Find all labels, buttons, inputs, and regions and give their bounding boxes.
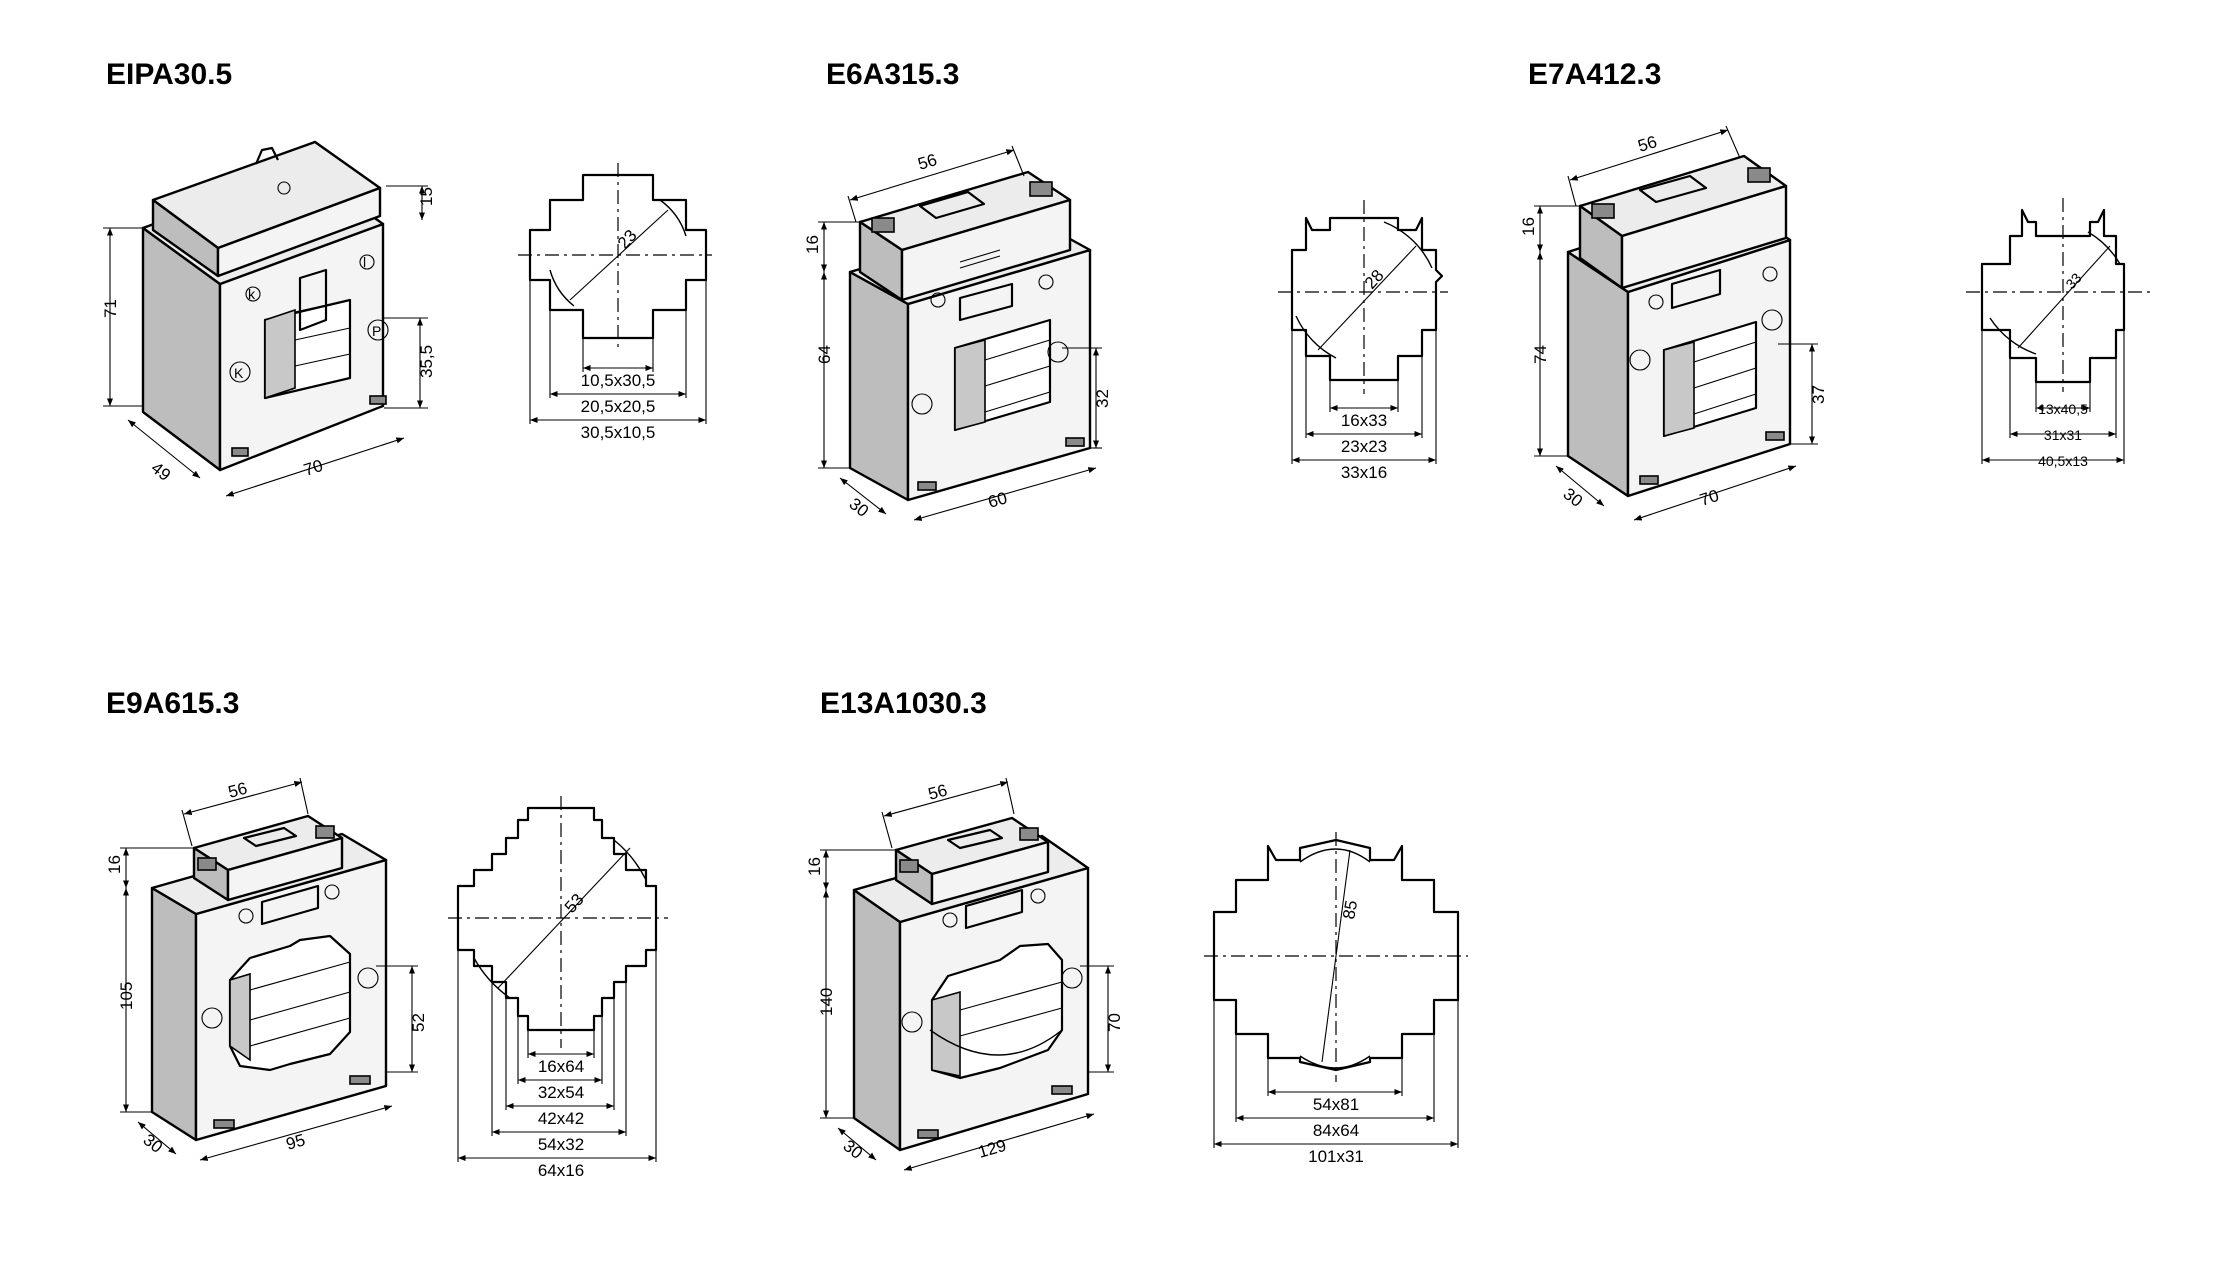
svg-text:42x42: 42x42: [538, 1109, 584, 1128]
svg-text:129: 129: [976, 1136, 1009, 1162]
title-e6a: E6A315.3: [826, 58, 959, 91]
svg-text:40,5x13: 40,5x13: [2038, 453, 2088, 469]
svg-text:140: 140: [817, 988, 836, 1016]
svg-text:56: 56: [226, 779, 249, 802]
device-e6a: [848, 170, 1092, 502]
svg-text:85: 85: [1339, 899, 1361, 921]
terminal-P-label: P: [372, 323, 381, 339]
svg-text:30: 30: [140, 1130, 167, 1157]
device-e7a: [1566, 154, 1792, 498]
section-e9a: 53 16x64 32x54 42x42 54x32 64x16: [448, 796, 668, 1180]
svg-text:60: 60: [986, 488, 1009, 511]
svg-text:70: 70: [1105, 1013, 1124, 1032]
svg-text:20,5x20,5: 20,5x20,5: [581, 397, 656, 416]
svg-text:13x40,5: 13x40,5: [2038, 401, 2088, 417]
dims-e9a: 56 16 105 30 95 52: [105, 777, 428, 1161]
svg-text:16x33: 16x33: [1341, 411, 1387, 430]
svg-text:70: 70: [301, 456, 325, 480]
svg-text:56: 56: [916, 150, 940, 174]
svg-text:16: 16: [803, 235, 822, 254]
svg-text:32x54: 32x54: [538, 1083, 584, 1102]
terminal-K-label: K: [234, 365, 244, 381]
device-e13a: [852, 816, 1090, 1152]
terminal-k-small-icon: [245, 286, 261, 302]
svg-text:52: 52: [409, 1013, 428, 1032]
svg-text:15: 15: [417, 187, 436, 206]
device-eipa: k l K P: [141, 140, 389, 472]
svg-text:16: 16: [1519, 217, 1538, 236]
svg-text:64x16: 64x16: [538, 1161, 584, 1180]
svg-text:54x81: 54x81: [1313, 1095, 1359, 1114]
device-e9a: [150, 814, 388, 1142]
svg-text:53: 53: [561, 890, 588, 917]
svg-text:31x31: 31x31: [2044, 427, 2082, 443]
svg-text:74: 74: [1531, 345, 1550, 364]
title-e13a: E13A1030.3: [820, 687, 987, 720]
svg-text:16: 16: [105, 855, 124, 874]
svg-text:101x31: 101x31: [1308, 1147, 1364, 1166]
svg-text:30,5x10,5: 30,5x10,5: [581, 423, 656, 442]
svg-text:33x16: 33x16: [1341, 463, 1387, 482]
svg-text:70: 70: [1697, 486, 1721, 510]
svg-text:30: 30: [846, 494, 873, 521]
section-eipa: 23 10,5x30,5 20,5x20,5 30,5x10,5: [518, 163, 712, 442]
title-eipa: EIPA30.5: [106, 58, 232, 91]
title-e7a: E7A412.3: [1528, 58, 1661, 91]
svg-text:84x64: 84x64: [1313, 1121, 1359, 1140]
svg-text:56: 56: [926, 781, 949, 804]
svg-text:23x23: 23x23: [1341, 437, 1387, 456]
section-e7a: 33 13x40,5 31x31 40,5x13: [1966, 198, 2150, 469]
terminal-K-icon: [229, 361, 251, 383]
svg-text:32: 32: [1093, 389, 1112, 408]
terminal-P-icon: [367, 319, 389, 341]
terminal-l-label: l: [363, 254, 366, 270]
svg-text:37: 37: [1809, 385, 1828, 404]
svg-text:105: 105: [117, 982, 136, 1010]
svg-text:71: 71: [101, 299, 120, 318]
svg-text:49: 49: [148, 458, 175, 485]
dims-e13a: 56 16 140 30 129 70: [805, 777, 1124, 1171]
section-e13a: 85 54x81 84x64 101x31: [1204, 832, 1468, 1166]
svg-text:56: 56: [1636, 132, 1660, 156]
svg-text:16x64: 16x64: [538, 1057, 584, 1076]
svg-text:28: 28: [1361, 266, 1388, 293]
svg-text:16: 16: [805, 857, 824, 876]
svg-text:30: 30: [840, 1136, 867, 1163]
title-e9a: E9A615.3: [106, 687, 239, 720]
section-e6a: 28 16x33 23x23 33x16: [1278, 200, 1448, 482]
terminal-k-label: k: [248, 286, 256, 302]
svg-text:95: 95: [284, 1130, 307, 1153]
svg-text:10,5x30,5: 10,5x30,5: [581, 371, 656, 390]
svg-text:54x32: 54x32: [538, 1135, 584, 1154]
svg-text:33: 33: [2062, 270, 2084, 292]
terminal-l-small-icon: [359, 254, 375, 270]
svg-text:64: 64: [815, 345, 834, 364]
svg-text:35,5: 35,5: [417, 345, 436, 378]
